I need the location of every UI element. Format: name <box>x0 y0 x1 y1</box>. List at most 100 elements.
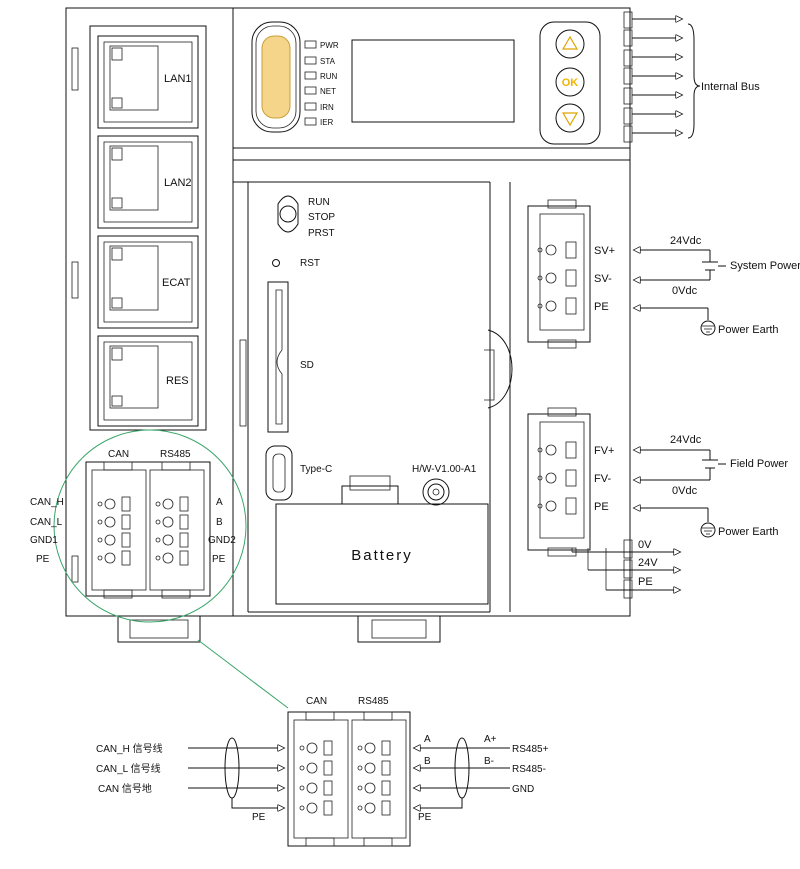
battery-compartment: Battery <box>275 475 489 605</box>
led-ier <box>304 117 317 126</box>
rst-button[interactable] <box>272 259 280 267</box>
led-label-ier: IER <box>320 118 334 127</box>
switch-run-label: RUN <box>308 197 330 208</box>
detail-a-label: A <box>424 734 431 745</box>
detail-rs485-label: RS485 <box>358 696 389 707</box>
ok-label: OK <box>562 77 579 89</box>
ground-screw <box>422 478 450 506</box>
can-rs485-terminal-block <box>53 429 247 623</box>
detail-can-label: CAN <box>306 696 327 707</box>
detail-terminal-block <box>287 711 411 847</box>
brand-logo <box>251 21 301 133</box>
sys-0v-label: 0Vdc <box>672 285 698 297</box>
keypad: OK <box>539 21 601 145</box>
terminal-gnd2: GND2 <box>208 535 236 546</box>
rj45-port-lan2[interactable]: LAN2 <box>97 135 199 229</box>
field-earth-label: Power Earth <box>718 526 779 538</box>
down-button[interactable] <box>555 103 585 133</box>
detail-pe-left-label: PE <box>252 812 266 823</box>
sys-earth-icon <box>700 320 716 336</box>
led-pwr <box>304 40 317 49</box>
lan2-label: LAN2 <box>164 177 192 189</box>
terminal-b: B <box>216 517 223 528</box>
sys-earth-label: Power Earth <box>718 324 779 336</box>
ecat-label: ECAT <box>162 277 191 289</box>
system-power-label: System Power <box>730 260 800 272</box>
run-stop-switch[interactable] <box>277 195 299 233</box>
rs485-label: RS485 <box>160 449 191 460</box>
ok-button[interactable]: OK <box>555 67 585 97</box>
internal-bus-lines: Internal Bus <box>632 19 760 139</box>
led-label-pwr: PWR <box>320 41 339 50</box>
bus-output-lines <box>571 548 680 590</box>
sd-card-slot[interactable] <box>267 281 289 433</box>
field-power-label: Field Power <box>730 458 788 470</box>
zoom-leader-line <box>197 639 289 709</box>
detail-rs485-plus-label: RS485+ <box>512 744 549 755</box>
terminal-pe-left: PE <box>36 554 50 565</box>
field-earth-icon <box>700 522 716 538</box>
zoom-circle <box>53 429 247 623</box>
led-label-irn: IRN <box>320 103 334 112</box>
led-label-run: RUN <box>320 72 338 81</box>
switch-prst-label: PRST <box>308 228 335 239</box>
detail-b-minus-label: B- <box>484 756 494 767</box>
up-arrow-icon <box>561 35 579 50</box>
sd-label: SD <box>300 360 314 371</box>
down-arrow-icon <box>561 112 579 127</box>
sys-pe-label: PE <box>594 301 609 313</box>
sys-24v-label: 24Vdc <box>670 235 702 247</box>
terminal-gnd1: GND1 <box>30 535 58 546</box>
led-net <box>304 86 317 95</box>
system-power-connector <box>527 199 591 349</box>
terminal-can-h: CAN_H <box>30 497 64 508</box>
terminal-pe-right: PE <box>212 554 226 565</box>
system-power-wiring <box>634 250 726 336</box>
rst-label: RST <box>300 258 320 269</box>
field-power-wiring <box>634 450 726 538</box>
detail-rs485-wiring <box>414 737 510 808</box>
field-pe-label: PE <box>594 501 609 513</box>
usb-type-c-port[interactable] <box>265 445 293 501</box>
status-led-list: PWR STA RUN NET IRN IER <box>304 40 339 127</box>
detail-a-plus-label: A+ <box>484 734 497 745</box>
detail-gnd-label: GND <box>512 784 534 795</box>
rj45-port-res[interactable]: RES <box>97 335 199 427</box>
bus-0v-label: 0V <box>638 539 652 551</box>
led-label-sta: STA <box>320 57 336 66</box>
internal-bus-label: Internal Bus <box>701 81 760 93</box>
can-label: CAN <box>108 449 129 460</box>
rj45-port-ecat[interactable]: ECAT <box>97 235 199 329</box>
led-irn <box>304 102 317 111</box>
led-label-net: NET <box>320 87 336 96</box>
up-button[interactable] <box>555 29 585 59</box>
field-0v-label: 0Vdc <box>672 485 698 497</box>
terminal-a: A <box>216 497 223 508</box>
sv-minus-label: SV- <box>594 273 612 285</box>
lan1-label: LAN1 <box>164 73 192 85</box>
field-24v-label: 24Vdc <box>670 434 702 446</box>
lcd-display <box>351 39 515 123</box>
rj45-port-lan1[interactable]: LAN1 <box>97 35 199 129</box>
detail-can-wiring <box>188 737 284 808</box>
detail-pe-right-label: PE <box>418 812 432 823</box>
type-c-label: Type-C <box>300 464 332 475</box>
detail-rs485-minus-label: RS485- <box>512 764 546 775</box>
res-label: RES <box>166 375 189 387</box>
detail-can-h-label: CAN_H 信号线 <box>96 742 163 755</box>
hw-version-label: H/W-V1.00-A1 <box>412 464 477 475</box>
fv-minus-label: FV- <box>594 473 611 485</box>
detail-b-label: B <box>424 756 431 767</box>
fv-plus-label: FV+ <box>594 445 614 457</box>
led-sta <box>304 56 317 65</box>
field-power-connector <box>527 407 591 557</box>
terminal-can-l: CAN_L <box>30 517 63 528</box>
battery-label: Battery <box>351 547 413 564</box>
bus-24v-label: 24V <box>638 557 658 569</box>
switch-stop-label: STOP <box>308 212 335 223</box>
controller-housing <box>65 7 633 643</box>
sv-plus-label: SV+ <box>594 245 615 257</box>
detail-can-l-label: CAN_L 信号线 <box>96 762 161 775</box>
led-run <box>304 71 317 80</box>
